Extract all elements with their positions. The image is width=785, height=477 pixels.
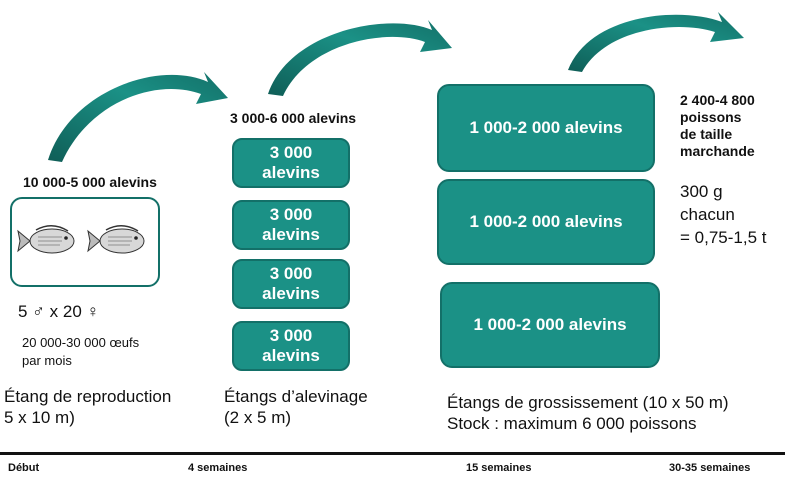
market-weight-line1: 300 g [680, 182, 723, 201]
reproduction-pond-label: Étang de reproduction 5 x 10 m) [4, 386, 171, 428]
nursery-pond-3-line1: 3 000 [269, 264, 313, 284]
nursery-pond-label-line2: (2 x 5 m) [224, 408, 292, 427]
nursery-pond-1-line2: alevins [262, 163, 320, 182]
market-fish-count: 2 400-4 800 poissons de taille marchande [680, 92, 755, 160]
timeline-axis [0, 452, 785, 455]
nursery-pond-4-line1: 3 000 [269, 326, 313, 346]
growout-pond-1: 1 000-2 000 alevins [437, 84, 655, 172]
growout-pond-label-line1: Étangs de grossissement (10 x 50 m) [447, 393, 729, 412]
nursery-pond-1-line1: 3 000 [269, 143, 313, 163]
growout-pond-label-line2: Stock : maximum 6 000 poissons [447, 414, 697, 433]
growout-pond-label: Étangs de grossissement (10 x 50 m) Stoc… [447, 392, 729, 434]
arrow-nursery-to-growout [268, 20, 452, 96]
timeline-start: Début [8, 462, 40, 474]
breeder-ratio: 5 ♂ x 20 ♀ [18, 302, 100, 321]
arrow-reproduction-to-nursery [48, 72, 228, 162]
growout-pond-3: 1 000-2 000 alevins [440, 282, 660, 368]
nursery-pond-2-line2: alevins [262, 225, 320, 244]
arrow-growout-to-market [568, 12, 744, 72]
egg-production: 20 000-30 000 œufs par mois [22, 334, 139, 370]
reproduction-pond-label-line1: Étang de reproduction [4, 387, 172, 406]
timeline-week30: 30-35 semaines [669, 462, 751, 474]
timeline-week4: 4 semaines [188, 462, 248, 474]
market-weight-line3: = 0,75-1,5 t [680, 228, 767, 247]
nursery-pond-4-line2: alevins [262, 346, 320, 365]
tilapia-icon [17, 225, 145, 254]
market-fish-count-line1: 2 400-4 800 [680, 92, 755, 108]
market-fish-count-line3: de taille [680, 126, 733, 142]
nursery-pond-label-line1: Étangs d’alevinage [224, 387, 368, 406]
egg-production-line1: 20 000-30 000 œufs [22, 335, 140, 350]
reproduction-pond-label-line2: 5 x 10 m) [4, 408, 75, 427]
egg-production-line2: par mois [22, 353, 72, 368]
market-weight: 300 g chacun = 0,75-1,5 t [680, 180, 766, 249]
nursery-pond-label: Étangs d’alevinage (2 x 5 m) [224, 386, 368, 428]
timeline-week15: 15 semaines [466, 462, 532, 474]
market-fish-count-line2: poissons [680, 109, 742, 125]
nursery-count-label: 3 000-6 000 alevins [230, 110, 357, 126]
reproduction-count-label: 10 000-5 000 alevins [23, 174, 157, 190]
market-fish-count-line4: marchande [680, 143, 755, 159]
nursery-pond-3-line2: alevins [262, 284, 320, 303]
reproduction-pond-box [10, 197, 160, 287]
nursery-pond-2-line1: 3 000 [269, 205, 313, 225]
growout-pond-2: 1 000-2 000 alevins [437, 179, 655, 265]
market-weight-line2: chacun [680, 205, 735, 224]
